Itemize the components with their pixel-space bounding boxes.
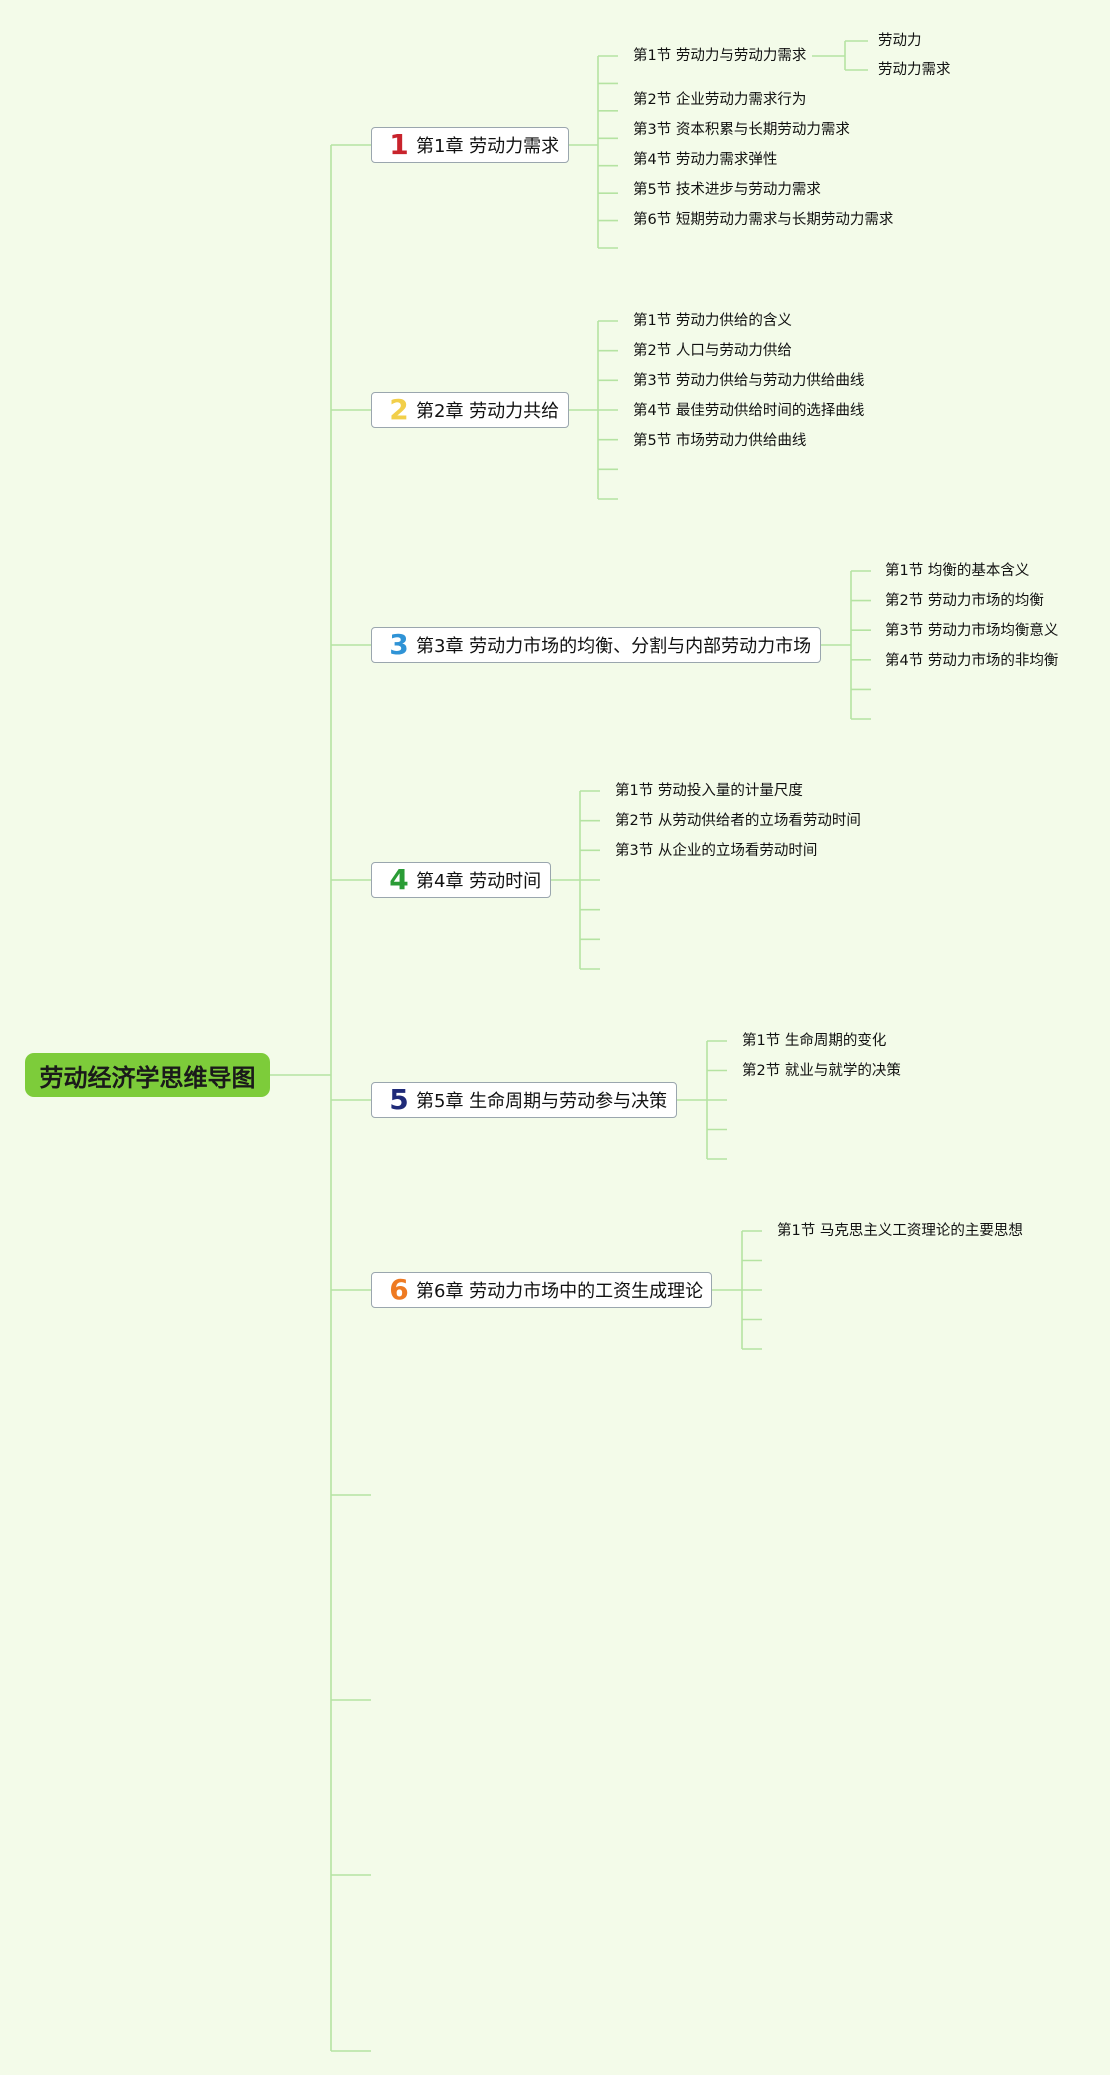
section-3-1[interactable]: 第1节 均衡的基本含义: [885, 563, 1030, 579]
chapter-label: 第2章 劳动力共给: [416, 401, 560, 422]
chapter-2[interactable]: 2 第2章 劳动力共给: [371, 392, 569, 428]
section-3-2[interactable]: 第2节 劳动力市场的均衡: [885, 593, 1044, 609]
chapter-1[interactable]: 1 第1章 劳动力需求: [371, 127, 569, 163]
chapter-number: 1: [389, 128, 409, 161]
section-2-5[interactable]: 第5节 市场劳动力供给曲线: [633, 433, 807, 449]
chapter-4[interactable]: 4 第4章 劳动时间: [371, 862, 551, 898]
chapter-label: 第6章 劳动力市场中的工资生成理论: [416, 1281, 704, 1302]
chapter-number: 6: [389, 1273, 409, 1306]
section-3-4[interactable]: 第4节 劳动力市场的非均衡: [885, 653, 1059, 669]
root-title: 劳动经济学思维导图: [39, 1063, 256, 1092]
chapter-6[interactable]: 6 第6章 劳动力市场中的工资生成理论: [371, 1272, 712, 1308]
chapter-label: 第5章 生命周期与劳动参与决策: [416, 1091, 668, 1112]
section-2-3[interactable]: 第3节 劳动力供给与劳动力供给曲线: [633, 373, 865, 389]
chapter-number: 5: [389, 1083, 409, 1116]
section-4-2[interactable]: 第2节 从劳动供给者的立场看劳动时间: [615, 813, 861, 829]
section-1-2[interactable]: 第2节 企业劳动力需求行为: [633, 92, 807, 108]
chapter-3[interactable]: 3 第3章 劳动力市场的均衡、分割与内部劳动力市场: [371, 627, 821, 663]
chapter-number: 2: [389, 393, 409, 426]
chapter-label: 第3章 劳动力市场的均衡、分割与内部劳动力市场: [416, 636, 812, 657]
chapter-number: 3: [389, 628, 409, 661]
section-4-3[interactable]: 第3节 从企业的立场看劳动时间: [615, 843, 818, 859]
section-3-3[interactable]: 第3节 劳动力市场均衡意义: [885, 623, 1059, 639]
chapter-5[interactable]: 5 第5章 生命周期与劳动参与决策: [371, 1082, 677, 1118]
section-2-1[interactable]: 第1节 劳动力供给的含义: [633, 313, 792, 329]
section-1-3[interactable]: 第3节 资本积累与长期劳动力需求: [633, 122, 850, 138]
section-1-5[interactable]: 第5节 技术进步与劳动力需求: [633, 182, 821, 198]
section-2-4[interactable]: 第4节 最佳劳动供给时间的选择曲线: [633, 403, 865, 419]
subsection-1-1-2[interactable]: 劳动力需求: [878, 62, 951, 78]
section-5-1[interactable]: 第1节 生命周期的变化: [742, 1033, 887, 1049]
root-topic[interactable]: 劳动经济学思维导图: [25, 1053, 270, 1097]
chapter-label: 第1章 劳动力需求: [416, 136, 560, 157]
section-4-1[interactable]: 第1节 劳动投入量的计量尺度: [615, 783, 803, 799]
section-2-2[interactable]: 第2节 人口与劳动力供给: [633, 343, 792, 359]
subsection-1-1-1[interactable]: 劳动力: [878, 33, 922, 49]
section-1-1[interactable]: 第1节 劳动力与劳动力需求: [633, 48, 807, 64]
section-6-1[interactable]: 第1节 马克思主义工资理论的主要思想: [777, 1223, 1023, 1239]
section-1-4[interactable]: 第4节 劳动力需求弹性: [633, 152, 778, 168]
section-1-6[interactable]: 第6节 短期劳动力需求与长期劳动力需求: [633, 212, 894, 228]
chapter-label: 第4章 劳动时间: [416, 871, 542, 892]
chapter-number: 4: [389, 863, 409, 896]
section-5-2[interactable]: 第2节 就业与就学的决策: [742, 1063, 901, 1079]
